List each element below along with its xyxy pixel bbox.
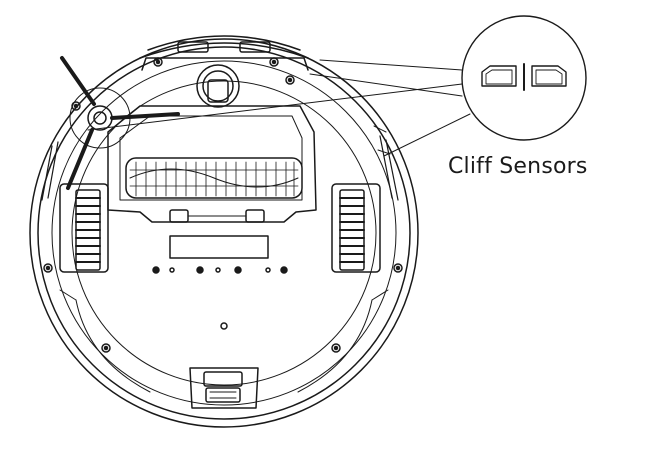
- side-bumper-ridges: [41, 125, 399, 201]
- lower-panel: [59, 289, 389, 393]
- side-brush: [60, 56, 180, 190]
- front-caster-wheel: [196, 64, 240, 108]
- rear-latch: [189, 367, 259, 409]
- charging-contacts: [152, 266, 288, 274]
- main-roller-brush: [125, 157, 303, 199]
- brush-clip-right: [245, 209, 265, 223]
- cliff-sensors-label: Cliff Sensors: [448, 154, 588, 179]
- vacuum-body: [29, 38, 419, 428]
- main-brush-housing: [107, 105, 317, 223]
- screws: [43, 57, 403, 353]
- right-drive-wheel: [331, 183, 381, 273]
- callout-leader-lines: [87, 59, 471, 157]
- cliff-sensor-icon: [481, 63, 567, 91]
- left-drive-wheel: [59, 183, 109, 273]
- cliff-sensor-callout: [461, 15, 587, 141]
- brush-clip-left: [169, 209, 189, 223]
- roller-bristles: [135, 161, 295, 197]
- front-bumper: [139, 35, 309, 71]
- center-label-plate: [169, 235, 269, 259]
